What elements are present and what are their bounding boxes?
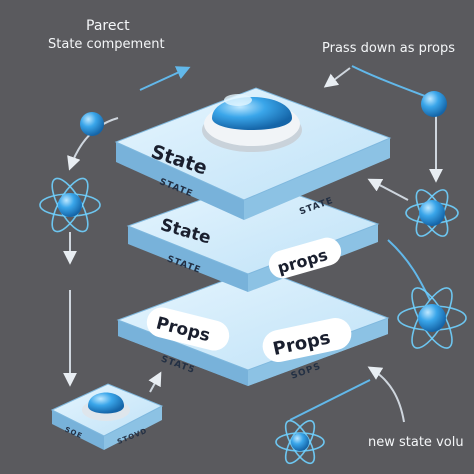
bottom-plate: Props Props STAT5 SOPS: [116, 267, 390, 386]
arrow-small-to-bottom: [148, 371, 162, 393]
line-right-1: [351, 65, 431, 99]
arrow-pass-down: [323, 67, 351, 88]
node-sphere-icon: [421, 91, 447, 117]
atom-icon: [405, 189, 459, 237]
new-state-label: new state volu: [368, 435, 464, 450]
atom-icon: [275, 419, 325, 465]
parent-label-line2: State compement: [48, 37, 165, 52]
props-pill-left: [146, 307, 230, 351]
small-plate: SOE STOVD: [50, 383, 164, 450]
arrow-new-state: [367, 366, 405, 423]
line-right-2: [387, 239, 431, 301]
middle-plate: State props STATE: [126, 179, 380, 292]
line-bottom-right: [289, 379, 371, 421]
arrow-to-top-plate: [367, 178, 409, 201]
props-pill-right: [262, 317, 352, 363]
dome-button-icon: [202, 94, 302, 152]
pass-down-label: Prass down as props: [322, 41, 455, 56]
atom-icon: [39, 177, 101, 233]
parent-label-line1: Parect: [86, 18, 130, 34]
node-sphere-icon: [80, 112, 104, 136]
props-pill-middle: [268, 237, 342, 279]
arrow-parent-to-top: [139, 66, 191, 91]
atom-icon: [397, 287, 467, 349]
